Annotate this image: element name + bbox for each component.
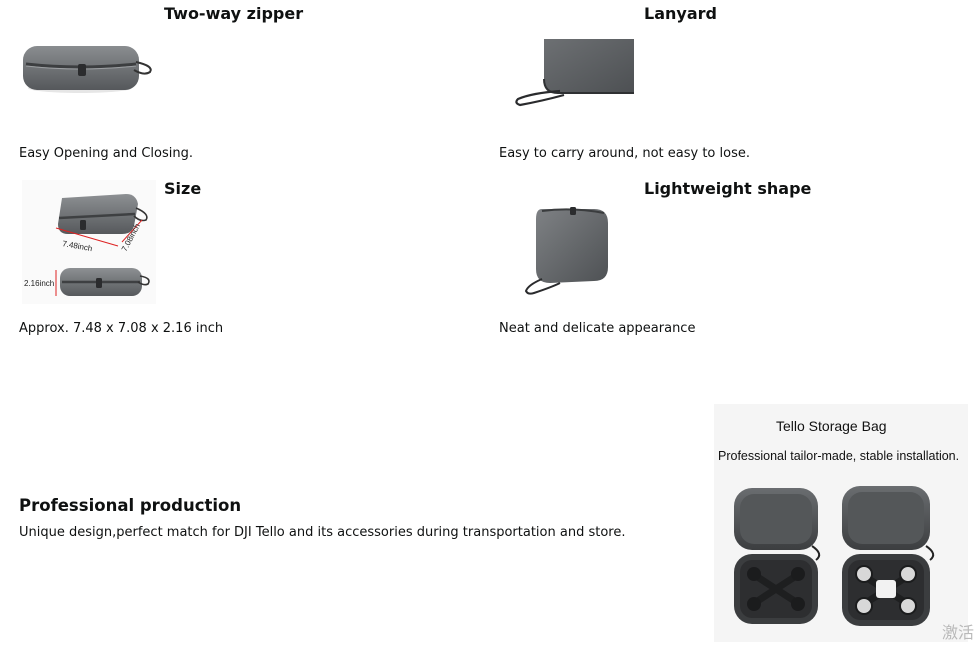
- open-cases-illustration: [734, 486, 935, 626]
- text-size: Approx. 7.48 x 7.08 x 2.16 inch: [19, 321, 224, 336]
- case-zipper-image: [20, 40, 156, 96]
- text-two-way-zipper: Easy Opening and Closing.: [19, 146, 193, 161]
- watermark-text: 激活: [942, 623, 975, 642]
- tello-storage-bag-poster: Tello Storage Bag Professional tailor-ma…: [714, 404, 968, 642]
- poster-subtitle: Professional tailor-made, stable install…: [718, 449, 960, 463]
- size-height-label: 2.16inch: [24, 279, 54, 288]
- heading-two-way-zipper: Two-way zipper: [164, 4, 304, 23]
- heading-professional-production: Professional production: [19, 496, 242, 515]
- case-lightweight-image: [522, 205, 612, 299]
- text-professional-production: Unique design,perfect match for DJI Tell…: [19, 525, 626, 540]
- case-size-image: 7.48inch 7.08inch 2.16inch: [22, 180, 156, 304]
- text-lightweight-shape: Neat and delicate appearance: [499, 321, 696, 336]
- heading-lightweight-shape: Lightweight shape: [644, 179, 812, 198]
- text-lanyard: Easy to carry around, not easy to lose.: [499, 146, 750, 161]
- case-lanyard-image: [512, 39, 636, 109]
- heading-size: Size: [164, 179, 202, 198]
- poster-title: Tello Storage Bag: [776, 418, 887, 434]
- heading-lanyard: Lanyard: [644, 4, 717, 23]
